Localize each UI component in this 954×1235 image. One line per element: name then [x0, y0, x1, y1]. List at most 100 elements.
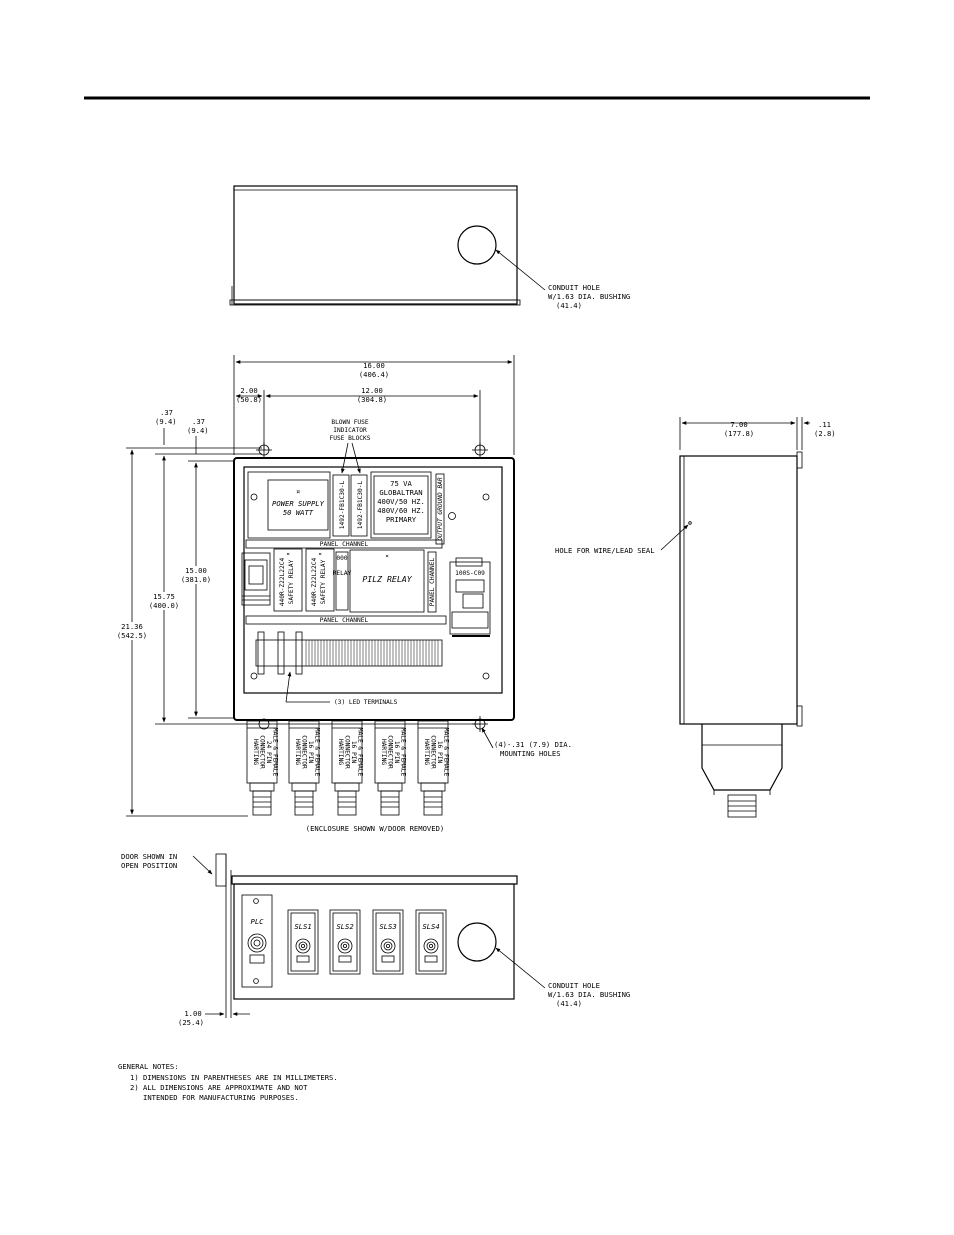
svg-text:¤: ¤ — [385, 553, 389, 560]
power-supply-label-1: POWER SUPPLY — [272, 499, 325, 508]
harting-connector-label: CONNECTOR — [387, 735, 394, 769]
top-view: CONDUIT HOLE W/1.63 DIA. BUSHING (41.4) — [229, 185, 630, 310]
harting-connector-label: HARTING — [380, 739, 387, 765]
blown-fuse-label-3: FUSE BLOCKS — [330, 435, 371, 442]
door-open-label-1: DOOR SHOWN IN — [121, 852, 177, 861]
panel-channel-upper-label: PANEL CHANNEL — [320, 541, 369, 548]
dim-width-in: 16.00 — [363, 361, 385, 370]
bottom-connector-sls: SLS1 — [287, 909, 319, 975]
general-note-2b: INTENDED FOR MANUFACTURING PURPOSES. — [143, 1093, 299, 1102]
safety-relay-2-label-1: 440R-Z22L22C4 — [311, 558, 318, 607]
harting-connector-label: 16 PIN — [350, 741, 357, 764]
safety-relay-2-label-2: SAFETY RELAY — [320, 559, 327, 604]
dim-depth-mm: (177.8) — [724, 429, 754, 438]
terminal-strip — [255, 639, 443, 667]
harting-connector-label: MALE & FEMALE — [357, 728, 364, 777]
door-open-label-2: OPEN POSITION — [121, 861, 177, 870]
led-terminals-label: (3) LED TERMINALS — [334, 699, 398, 706]
hole-seal-label: HOLE FOR WIRE/LEAD SEAL — [555, 546, 655, 555]
bottom-connector-plc-label: PLC — [251, 917, 265, 926]
harting-connector-label: MALE & FEMALE — [400, 728, 407, 777]
side-view: 7.00 (177.8) .11 (2.8) HOLE FOR WIRE/LEA… — [555, 417, 836, 818]
dim-height-2136-in: 21.36 — [121, 622, 143, 631]
general-note-2a: 2) ALL DIMENSIONS ARE APPROXIMATE AND NO… — [130, 1083, 308, 1092]
harting-connector-label: 16 PIN — [393, 741, 400, 764]
harting-connector-label: CONNECTOR — [301, 735, 308, 769]
dim-height-15-mm: (381.0) — [181, 575, 211, 584]
harting-connector-label: CONNECTOR — [259, 735, 266, 769]
harting-connector-label: 16 PIN — [436, 741, 443, 764]
bottom-view-flange — [231, 875, 518, 885]
transformer-label-5: PRIMARY — [386, 515, 417, 524]
harting-connector-label: CONNECTOR — [344, 735, 351, 769]
harting-connector-label: 16 PIN — [307, 741, 314, 764]
bottom-view: DOOR SHOWN IN OPEN POSITION PLC SLS1 SLS2… — [121, 852, 630, 1027]
dim-hole-spacing-in: 12.00 — [361, 386, 383, 395]
bottom-connector-sls-label: SLS2 — [336, 922, 353, 931]
conduit-hole-top-label-1: CONDUIT HOLE — [548, 283, 600, 292]
small-relay-label-2: RELAY — [333, 570, 352, 577]
conduit-hole-top-label-2: W/1.63 DIA. BUSHING — [548, 292, 630, 301]
dim-hole-spacing-mm: (304.8) — [357, 395, 387, 404]
general-notes-title: GENERAL NOTES: — [118, 1062, 179, 1071]
svg-text:¤: ¤ — [286, 551, 290, 558]
dim-small-b-mm: (9.4) — [187, 426, 209, 435]
mounting-holes-label-1: (4)-.31 (7.9) DIA. — [494, 740, 572, 749]
dim-small-b-in: .37 — [192, 417, 205, 426]
dim-left-offset-mm: (50.8) — [236, 395, 262, 404]
safety-relay-1-label-1: 440R-Z22L22C4 — [279, 558, 286, 607]
front-view: POWER SUPPLY 50 WATT ¤ 1492-FB1C30-L 149… — [233, 419, 572, 758]
panel-channel-lower-label: PANEL CHANNEL — [320, 617, 369, 624]
dim-height-15-in: 15.00 — [185, 566, 207, 575]
bottom-connector-sls-label: SLS4 — [422, 922, 439, 931]
enclosure-note: (ENCLOSURE SHOWN W/DOOR REMOVED) — [306, 824, 444, 833]
bottom-connector-sls: SLS4 — [415, 909, 447, 975]
dim-small-a-in: .37 — [160, 408, 173, 417]
transformer-label-1: 75 VA — [390, 479, 412, 488]
transformer-label-4: 480V/60 HZ. — [377, 506, 425, 515]
dim-door-offset-mm: (25.4) — [178, 1018, 204, 1027]
harting-connector-label: HARTING — [252, 739, 259, 765]
transformer-label-3: 400V/50 HZ. — [377, 497, 425, 506]
pilz-relay-label: PILZ RELAY — [362, 574, 412, 584]
dim-depth-in: 7.00 — [730, 420, 747, 429]
harting-connector-label: HARTING — [337, 739, 344, 765]
contactor-label: 100S-C09 — [455, 570, 485, 577]
conduit-hole-bottom-label-2: W/1.63 DIA. BUSHING — [548, 990, 630, 999]
conduit-hole-bottom-label-3: (41.4) — [556, 999, 582, 1008]
svg-text:¤: ¤ — [296, 487, 300, 496]
harting-connector-label: MALE & FEMALE — [272, 728, 279, 777]
conduit-hole-bottom-label-1: CONDUIT HOLE — [548, 981, 600, 990]
safety-relay-1-label-2: SAFETY RELAY — [288, 559, 295, 604]
front-dimensions: 16.00 (406.4) 2.00 (50.8) 12.00 (304.8) … — [114, 355, 515, 817]
dim-height-1575-mm: (400.0) — [149, 601, 179, 610]
mounting-holes-label-2: MOUNTING HOLES — [500, 749, 561, 758]
bottom-connector-sls-label: SLS1 — [294, 922, 311, 931]
dim-flange-in: .11 — [818, 420, 831, 429]
output-ground-bar-label: OUTPUT GROUND BAR — [437, 477, 444, 541]
conduit-hole-bottom — [457, 922, 497, 962]
general-notes: GENERAL NOTES: 1) DIMENSIONS IN PARENTHE… — [118, 1062, 338, 1102]
conduit-hole-top-label-3: (41.4) — [556, 301, 582, 310]
harting-connector-label: HARTING — [423, 739, 430, 765]
transformer-label-2: GLOBALTRAN — [379, 488, 422, 497]
dim-door-offset-in: 1.00 — [184, 1009, 201, 1018]
harting-connector-label: MALE & FEMALE — [314, 728, 321, 777]
harting-connector-label: 24 PIN — [265, 741, 272, 764]
small-relay-label-1: 000 — [336, 555, 347, 562]
general-note-1: 1) DIMENSIONS IN PARENTHESES ARE IN MILL… — [130, 1073, 338, 1082]
dim-flange-mm: (2.8) — [814, 429, 836, 438]
blown-fuse-label-2: INDICATOR — [333, 427, 367, 434]
bottom-connector-sls: SLS2 — [329, 909, 361, 975]
dim-height-2136-mm: (542.5) — [117, 631, 147, 640]
harting-connector-label: CONNECTOR — [430, 735, 437, 769]
dim-left-offset-in: 2.00 — [240, 386, 257, 395]
harting-connector-label: HARTING — [294, 739, 301, 765]
